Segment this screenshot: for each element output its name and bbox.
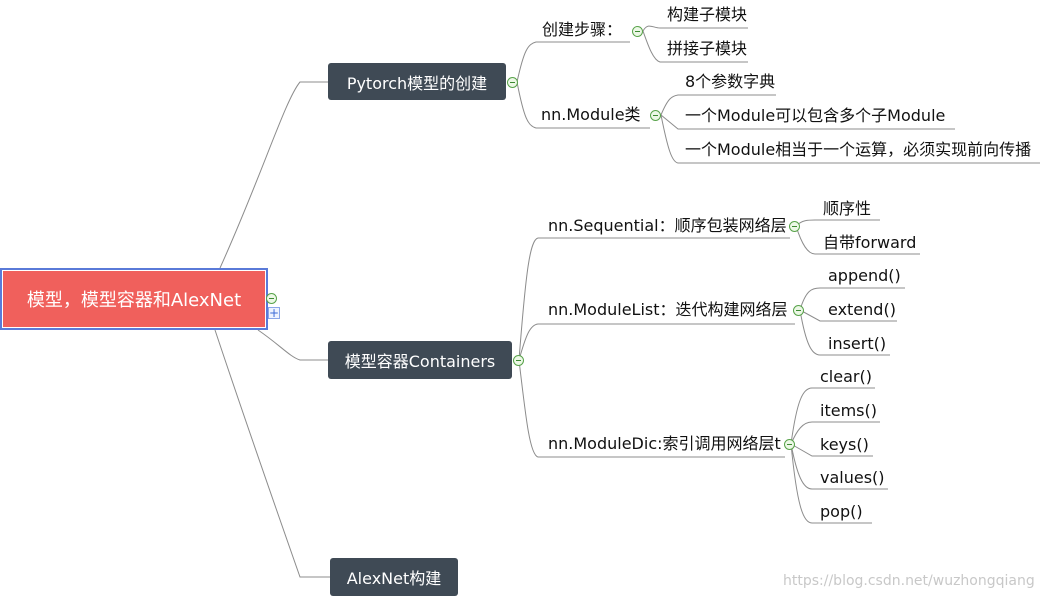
connector-containers-sequential [518,237,790,361]
leaf-param-dicts[interactable]: 8个参数字典 [685,72,776,91]
branch-containers-collapse-icon[interactable] [513,355,524,366]
connector-step-2 [642,30,748,63]
connector-root-creation [219,81,328,269]
leaf-moduledic-keys[interactable]: keys() [820,435,869,454]
leaf-modulelist-append[interactable]: append() [828,266,901,285]
leaf-module-submodules[interactable]: 一个Module可以包含多个子Module [685,106,946,125]
leaf-moduledic-items[interactable]: items() [820,401,877,420]
root-topic[interactable]: 模型，模型容器和AlexNet [3,271,265,327]
connector-seq-1 [795,219,880,227]
leaf-modulelist-insert[interactable]: insert() [828,334,887,353]
root-expand-icon[interactable]: + [268,306,280,320]
connector-seq-2 [795,225,920,255]
connector-md-1 [790,387,875,445]
branch-alexnet[interactable]: AlexNet构建 [330,558,458,596]
leaf-sequential-forward[interactable]: 自带forward [823,233,917,252]
leaf-module-forward[interactable]: 一个Module相当于一个运算，必须实现前向传播 [685,140,1032,159]
topic-nn-modulelist-collapse-icon[interactable] [793,305,804,316]
connector-module-2 [660,114,955,130]
leaf-moduledic-clear[interactable]: clear() [820,367,872,386]
branch-containers[interactable]: 模型容器Containers [328,341,512,379]
connector-ml-3 [799,309,890,356]
branch-model-creation[interactable]: Pytorch模型的创建 [328,63,506,100]
leaf-modulelist-extend[interactable]: extend() [828,300,896,319]
topic-nn-modulelist[interactable]: nn.ModuleList：迭代构建网络层 [548,300,788,319]
leaf-moduledic-pop[interactable]: pop() [820,502,863,521]
branch-model-creation-collapse-icon[interactable] [507,77,518,88]
topic-nn-sequential[interactable]: nn.Sequential：顺序包装网络层 [548,216,787,235]
branch-model-creation-label: Pytorch模型的创建 [346,73,488,93]
connector-creation-steps [516,41,630,83]
leaf-assemble-submodule[interactable]: 拼接子模块 [667,39,748,58]
connector-ml-1 [799,287,905,311]
topic-nn-module-collapse-icon[interactable] [650,110,661,121]
connector-step-1 [642,25,748,32]
connector-containers-modulelist [518,323,795,361]
connector-module-1 [660,94,776,116]
root-topic-label: 模型，模型容器和AlexNet [26,290,242,311]
topic-nn-sequential-collapse-icon[interactable] [789,221,800,232]
leaf-moduledic-values[interactable]: values() [820,468,885,487]
root-collapse-icon[interactable] [266,293,277,304]
watermark-url: https://blog.csdn.net/wuzhongqiang [783,573,1035,589]
topic-creation-steps[interactable]: 创建步骤： [542,20,623,39]
branch-containers-label: 模型容器Containers [344,352,496,371]
connector-containers-moduledic [518,359,785,458]
connector-module-3 [660,114,1040,164]
connector-ml-2 [799,309,897,322]
connector-creation-module [516,81,650,129]
connector-root-alexnet [214,329,330,578]
topic-nn-module[interactable]: nn.Module类 [541,105,641,124]
connector-root-containers [257,329,328,361]
connector-md-5 [790,443,872,524]
leaf-sequential-order[interactable]: 顺序性 [823,199,872,218]
leaf-build-submodule[interactable]: 构建子模块 [667,5,748,24]
topic-nn-moduledic-collapse-icon[interactable] [784,439,795,450]
topic-creation-steps-collapse-icon[interactable] [632,26,643,37]
connector-md-4 [790,443,888,490]
branch-alexnet-label: AlexNet构建 [346,569,442,588]
connector-md-3 [790,443,873,457]
topic-nn-moduledic[interactable]: nn.ModuleDic:索引调用网络层t [548,434,781,453]
